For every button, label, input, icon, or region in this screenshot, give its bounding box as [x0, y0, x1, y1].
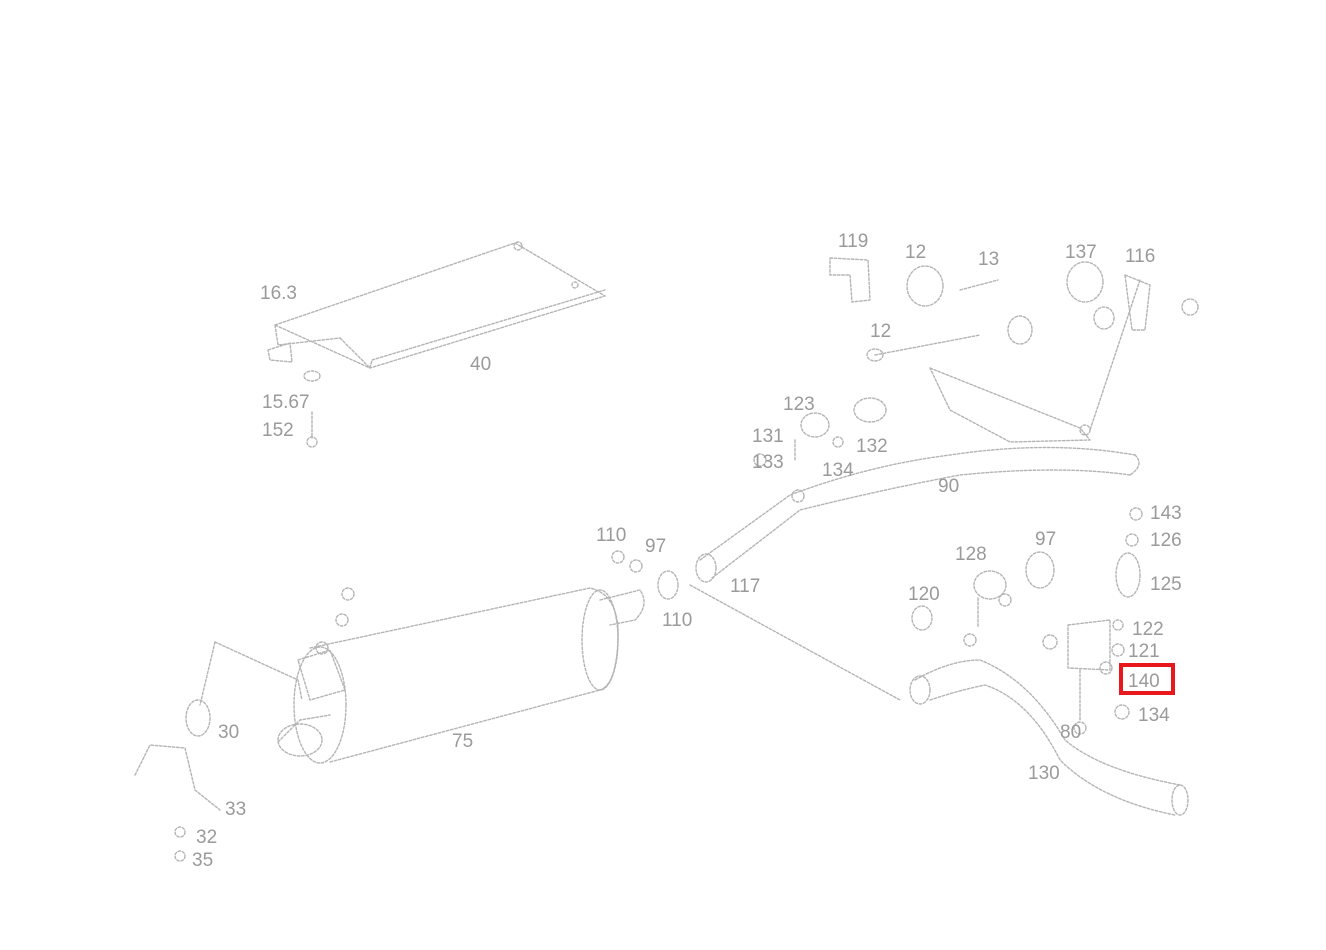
callout-label[interactable]: 40	[470, 354, 491, 375]
callout-label[interactable]: 134	[1138, 705, 1170, 726]
callout-label[interactable]: 143	[1150, 503, 1182, 524]
callout-label[interactable]: 97	[645, 536, 666, 557]
callout-label[interactable]: 12	[870, 321, 891, 342]
front-pipe-bracket	[829, 257, 1199, 443]
highlight-box	[1119, 663, 1175, 695]
callout-label[interactable]: 12	[905, 242, 926, 263]
callout-label[interactable]: 131	[752, 426, 784, 447]
callout-label[interactable]: 80	[1060, 722, 1081, 743]
callout-label[interactable]: 90	[938, 476, 959, 497]
callout-label[interactable]: 75	[452, 731, 473, 752]
callout-label[interactable]: 16.3	[260, 283, 297, 304]
callout-label[interactable]: 130	[1028, 763, 1060, 784]
intermediate-pipe	[611, 446, 1140, 600]
callout-label[interactable]: 152	[262, 420, 294, 441]
callout-label[interactable]: 137	[1065, 242, 1097, 263]
callout-label[interactable]: 122	[1132, 619, 1164, 640]
callout-label[interactable]: 13	[978, 249, 999, 270]
callout-label[interactable]: 15.67	[262, 392, 310, 413]
front-pipe-clamps	[753, 397, 887, 467]
callout-label[interactable]: 110	[662, 610, 692, 631]
callout-label[interactable]: 97	[1035, 529, 1056, 550]
callout-label[interactable]: 120	[908, 584, 940, 605]
heat-shield	[267, 241, 606, 369]
tail-pipe	[689, 507, 1189, 816]
callout-label[interactable]: 110	[596, 525, 626, 546]
callout-label[interactable]: 134	[822, 460, 854, 481]
callout-label[interactable]: 35	[192, 850, 213, 871]
callout-label[interactable]: 117	[730, 576, 760, 597]
rear-silencer	[199, 587, 645, 764]
callout-label[interactable]: 132	[856, 436, 888, 457]
callout-label[interactable]: 125	[1150, 574, 1182, 595]
callout-label[interactable]: 119	[838, 231, 868, 252]
callout-label[interactable]: 32	[196, 827, 217, 848]
callout-label[interactable]: 33	[225, 799, 246, 820]
callout-label[interactable]: 126	[1150, 530, 1182, 551]
callout-label[interactable]: 133	[752, 452, 784, 473]
callout-label[interactable]: 116	[1125, 246, 1155, 267]
callout-label[interactable]: 123	[783, 394, 815, 415]
rear-silencer-hanger	[134, 587, 355, 862]
callout-label[interactable]: 121	[1128, 641, 1160, 662]
callout-label[interactable]: 128	[955, 544, 987, 565]
callout-label[interactable]: 30	[218, 722, 239, 743]
tail-pipe-mounts	[911, 551, 1058, 650]
heat-shield-fasteners	[303, 370, 321, 448]
callout-label[interactable]: 140	[1128, 671, 1160, 692]
callout-labels: 16.3 40 15.67 152 119 12 13 12 137 116 1…	[192, 231, 1182, 871]
